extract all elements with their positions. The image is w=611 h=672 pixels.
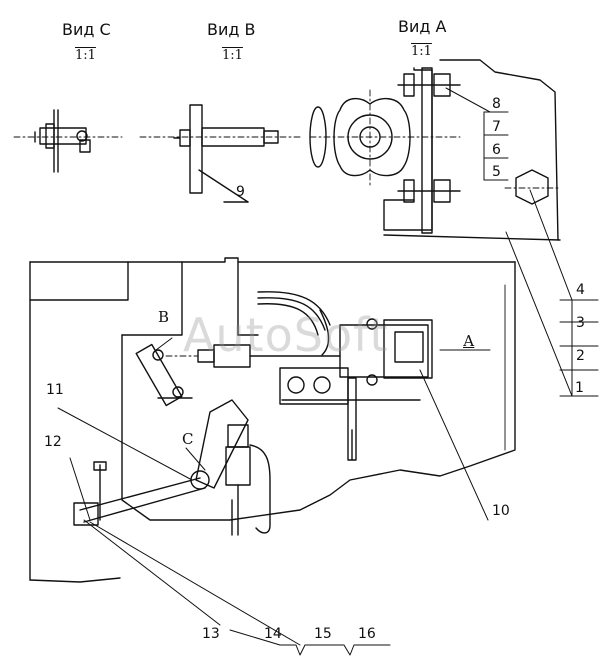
view-a-marker: А [463,332,475,350]
view-c-scale: 1:1 [75,48,96,63]
callout-3: 3 [576,315,585,331]
view-c-marker: С [182,430,194,448]
view-a-title: Вид А [398,17,447,36]
view-a-scale: 1:1 [411,44,432,59]
view-a-detail [309,59,561,241]
main-view [29,257,516,583]
callout-14: 14 [264,626,282,642]
view-b-detail [139,104,301,203]
callout-2: 2 [576,348,585,364]
callout-12: 12 [44,434,62,450]
callout-4: 4 [576,282,585,298]
callout-16: 16 [358,626,376,642]
callout-1: 1 [575,380,584,396]
leader-lines [57,87,599,656]
callout-9: 9 [236,184,245,200]
callout-7: 7 [492,119,501,135]
callout-15: 15 [314,626,332,642]
callout-11: 11 [46,382,64,398]
callout-10: 10 [492,503,510,519]
view-b-marker: В [158,308,170,326]
view-b-title: Вид В [207,20,256,39]
callout-5: 5 [492,164,501,180]
view-b-scale: 1:1 [222,48,243,63]
callout-13: 13 [202,626,220,642]
callout-6: 6 [492,142,501,158]
autosoft-watermark: AutoSoft [183,308,389,362]
view-c-detail [13,109,123,173]
callout-8: 8 [492,96,501,112]
view-c-title: Вид С [62,20,111,39]
